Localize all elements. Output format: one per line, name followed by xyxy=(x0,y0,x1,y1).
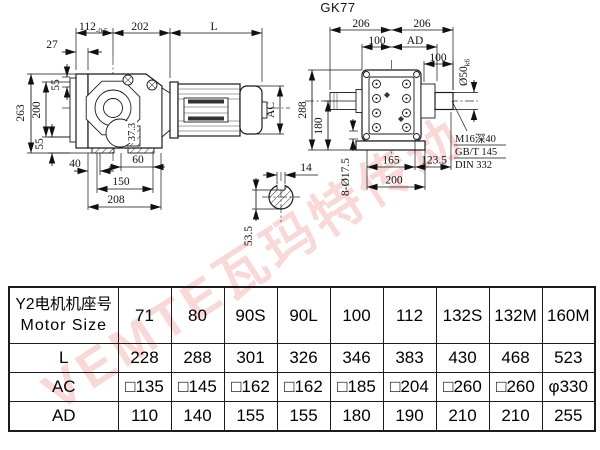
row-label: AC xyxy=(8,372,119,402)
dim-label: 55 xyxy=(34,138,46,150)
table-cell: 326 xyxy=(276,343,331,373)
dim-label: 14 xyxy=(300,162,312,174)
motor-end-boss xyxy=(261,101,268,119)
dim-label: 112-0.5 xyxy=(79,21,108,35)
right-view-dimensions: 206 206 100 AD 100 Ø50k6 288 180 8-Ø17.5 xyxy=(297,18,506,196)
dim-label: 288 xyxy=(297,101,309,119)
table-cell: □162 xyxy=(276,372,331,402)
dim-label: 206 xyxy=(352,18,370,30)
table-cell: □145 xyxy=(170,372,225,402)
motor-size-table: Y2电机机座号 Motor Size 71 80 90S 90L 100 112… xyxy=(8,286,596,432)
header-cn: Y2电机机座号 xyxy=(15,295,112,313)
input-shaft-collar xyxy=(355,89,363,113)
table-cell: 255 xyxy=(541,401,596,432)
table-row-L: L 228 288 301 326 346 383 430 468 523 xyxy=(8,343,596,373)
dim-label: 8-Ø17.5 xyxy=(340,158,352,196)
table-cell: 228 xyxy=(117,343,172,373)
table-cell: 468 xyxy=(488,343,543,373)
motor-size-col: 71 xyxy=(117,286,172,344)
dim-label: 165 xyxy=(382,155,400,167)
table-cell: φ330 xyxy=(541,372,596,402)
motor-size-col: 90L xyxy=(276,286,331,344)
output-shaft-hole xyxy=(103,98,123,118)
motor-size-col: 160M xyxy=(541,286,596,344)
left-view-drawing: 37.3 xyxy=(62,56,290,164)
dim-label: 200 xyxy=(385,175,403,187)
table-cell: 155 xyxy=(276,401,331,432)
output-bearing-boss xyxy=(420,83,436,119)
table-cell: □204 xyxy=(382,372,437,402)
motor-size-col: 132S xyxy=(435,286,490,344)
table-row-AD: AD 110 140 155 155 180 190 210 210 255 xyxy=(8,401,596,432)
dim-label: 208 xyxy=(107,194,125,206)
dim-label: AD xyxy=(407,35,424,47)
motor-size-col: 132M xyxy=(488,286,543,344)
table-cell: □260 xyxy=(435,372,490,402)
table-cell: 110 xyxy=(117,401,172,432)
table-cell: 430 xyxy=(435,343,490,373)
motor-flange xyxy=(169,81,179,139)
motor-size-col: 80 xyxy=(170,286,225,344)
header-en: Motor Size xyxy=(20,317,107,335)
flange-lip xyxy=(69,77,77,143)
dim-label: 123.5 xyxy=(421,155,447,167)
output-shaft xyxy=(434,91,454,111)
table-cell: □260 xyxy=(488,372,543,402)
table-cell: 155 xyxy=(223,401,278,432)
foot-pad xyxy=(91,147,115,154)
table-cell: 346 xyxy=(329,343,384,373)
table-cell: □162 xyxy=(223,372,278,402)
table-cell: 140 xyxy=(170,401,225,432)
dim-label: 263 xyxy=(15,104,27,122)
table-cell: 301 xyxy=(223,343,278,373)
motor-size-col: 90S xyxy=(223,286,278,344)
dim-label: 100 xyxy=(368,35,386,47)
row-label: L xyxy=(8,343,119,373)
dim-label: AC xyxy=(265,102,277,118)
dim-label: 55 xyxy=(50,79,62,91)
shaft-section-drawing: 14 53.5 xyxy=(243,162,318,246)
table-cell: □185 xyxy=(329,372,384,402)
dim-label: 206 xyxy=(413,18,431,30)
dim-label: 100 xyxy=(429,52,447,64)
motor-size-col: 112 xyxy=(382,286,437,344)
table-row-AC: AC □135 □145 □162 □162 □185 □204 □260 □2… xyxy=(8,372,596,402)
dim-label: 200 xyxy=(31,101,43,119)
dim-label: 53.5 xyxy=(243,226,255,246)
table-cell: 288 xyxy=(170,343,225,373)
table-header-label: Y2电机机座号 Motor Size xyxy=(8,286,119,344)
table-cell: 180 xyxy=(329,401,384,432)
motor-size-col: 100 xyxy=(329,286,384,344)
dim-label: 150 xyxy=(112,176,130,188)
face-bolt-holes xyxy=(372,79,411,132)
drawing-title: GK77 xyxy=(320,0,355,15)
table-header-row: Y2电机机座号 Motor Size 71 80 90S 90L 100 112… xyxy=(8,286,596,344)
dim-label: 180 xyxy=(313,117,325,135)
dim-label: Ø50k6 xyxy=(458,58,472,86)
table-cell: 210 xyxy=(435,401,490,432)
motor-adapter xyxy=(161,87,171,138)
foot-pad xyxy=(127,147,155,154)
motor-size-table-wrap: Y2电机机座号 Motor Size 71 80 90S 90L 100 112… xyxy=(8,286,596,432)
table-cell: 190 xyxy=(382,401,437,432)
dim-label: 60 xyxy=(132,154,144,166)
table-cell: 523 xyxy=(541,343,596,373)
row-label: AD xyxy=(8,401,119,432)
motor-end-cap xyxy=(239,85,263,135)
dim-label: 37.3 xyxy=(127,123,138,141)
dim-label: 27 xyxy=(46,39,58,51)
dim-label: 202 xyxy=(131,21,149,33)
dim-label: L xyxy=(210,21,217,33)
table-cell: □135 xyxy=(117,372,172,402)
table-cell: 210 xyxy=(488,401,543,432)
note-gb-label: GB/T 145 xyxy=(455,147,497,158)
motor-drawing xyxy=(169,81,268,139)
left-view-dimensions: 112-0.5 202 L 27 263 200 55 55 xyxy=(15,21,284,211)
dim-label: 40 xyxy=(69,158,81,170)
table-cell: 383 xyxy=(382,343,437,373)
note-tap-label: M16深40 xyxy=(455,133,496,145)
note-din-label: DIN 332 xyxy=(455,160,492,171)
